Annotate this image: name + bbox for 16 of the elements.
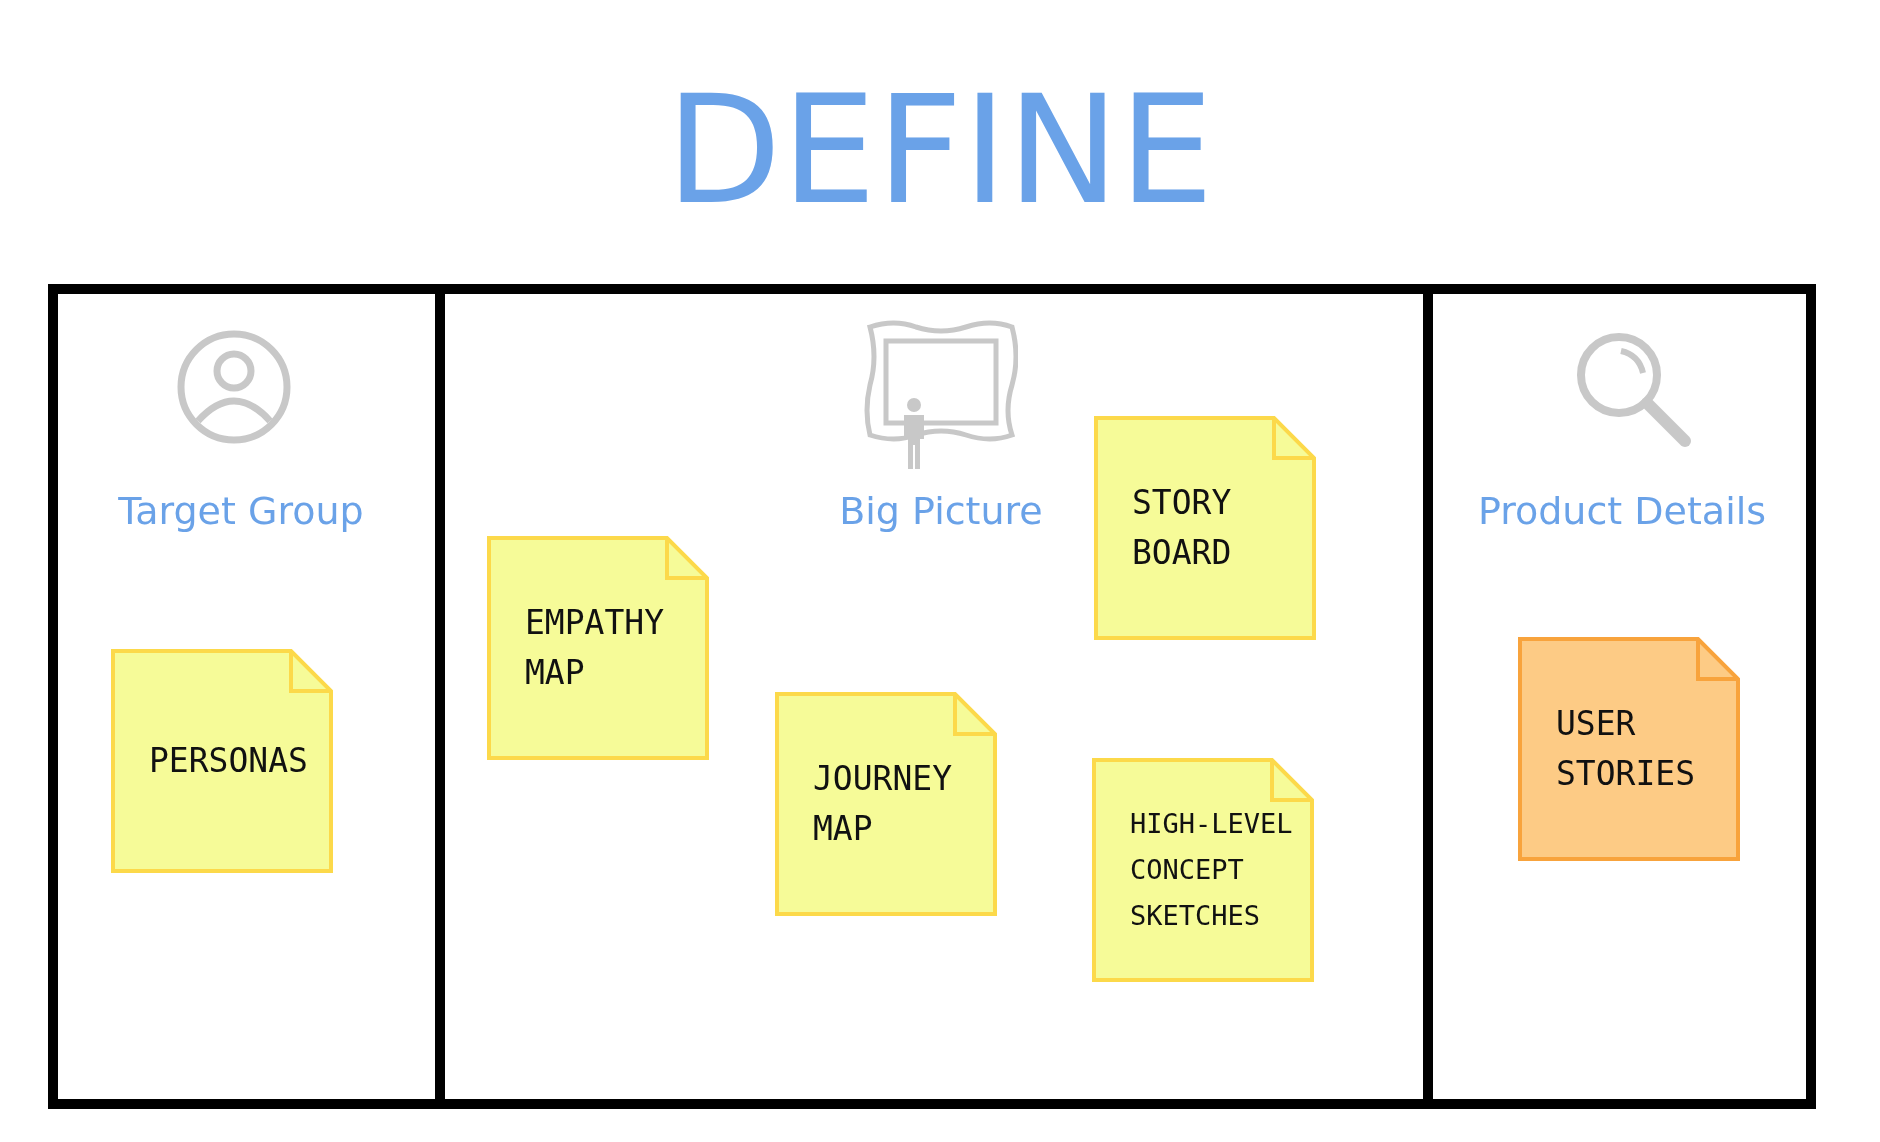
note-text: EMPATHY MAP — [525, 602, 666, 694]
sticky-note — [775, 692, 997, 916]
note-text: PERSONAS — [149, 740, 308, 782]
sticky-note — [1094, 416, 1316, 640]
title: DEFINE — [665, 70, 1215, 230]
column-heading: Big Picture — [839, 489, 1043, 533]
sticky-note — [111, 649, 333, 873]
column-heading: Product Details — [1477, 489, 1767, 533]
note-text: USER STORIES — [1556, 703, 1697, 795]
note-text: JOURNEY MAP — [813, 758, 954, 850]
note-text: STORY BOARD — [1132, 482, 1233, 574]
note-text: HIGH-LEVEL CONCEPT SKETCHES — [1130, 807, 1294, 933]
sticky-note — [487, 536, 709, 760]
sticky-note — [1092, 758, 1314, 982]
sticky-note — [1518, 637, 1740, 861]
column-heading: Target Group — [118, 489, 364, 533]
